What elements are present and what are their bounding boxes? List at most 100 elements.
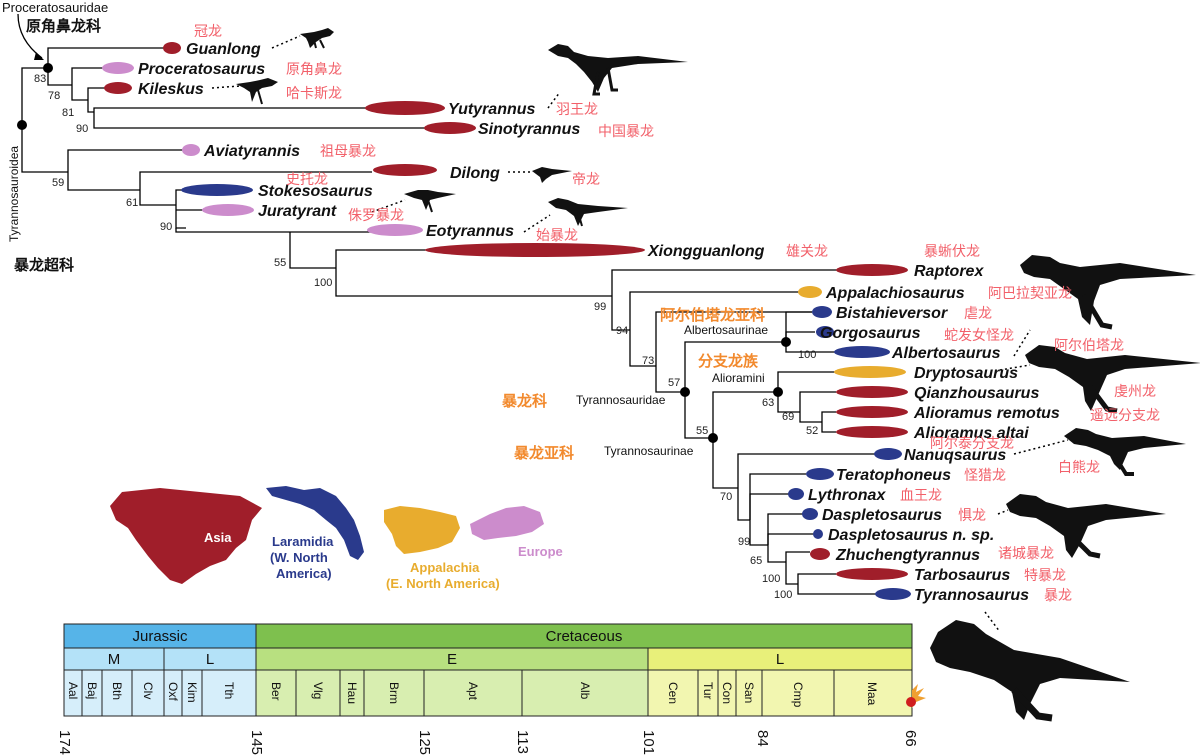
epoch-label: E — [447, 651, 457, 668]
taxon-cn-name: 血王龙 — [900, 488, 942, 504]
taxon-cn-name: 阿尔泰分支龙 — [930, 436, 1014, 452]
taxon-name: Alioramus altai — [913, 425, 1029, 442]
taxon-name: Yutyrannus — [448, 101, 536, 118]
taxon-name: Tarbosaurus — [914, 567, 1010, 584]
yutyrannus-silhouette — [548, 44, 688, 96]
taxon-name: Bistahieversor — [836, 305, 948, 322]
taxon-name: Proceratosaurus — [138, 61, 265, 78]
taxon-name: Qianzhousaurus — [914, 385, 1039, 402]
taxon-cn-name: 怪猎龙 — [964, 468, 1006, 484]
taxon-name: Dilong — [450, 165, 500, 182]
taxon-cn-name: 阿巴拉契亚龙 — [988, 286, 1072, 302]
cladogram-branches — [21, 47, 878, 595]
taxon-chinese-names: 冠龙 原角鼻龙 哈卡斯龙 羽王龙 中国暴龙 祖母暴龙 帝龙 史托龙 侏罗暴龙 始… — [194, 24, 1160, 604]
stage-cells — [63, 669, 913, 717]
support-value: 99 — [738, 536, 750, 548]
taxon-name: Gorgosaurus — [820, 325, 921, 342]
nanuqsaurus-silhouette — [1064, 428, 1186, 476]
period-cretaceous-label: Cretaceous — [546, 628, 623, 645]
support-value: 65 — [750, 555, 762, 567]
taxon-name: Xiongguanlong — [647, 243, 765, 260]
age-label: 84 — [754, 730, 771, 747]
laramidia-landmass — [266, 486, 364, 560]
guanlong-silhouette — [300, 28, 334, 49]
taxon-name: Lythronax — [808, 487, 886, 504]
taxon-name: Daspletosaurus n. sp. — [828, 527, 994, 544]
node-dot-tyrannosauridae — [680, 387, 690, 397]
stage-label: Tth — [222, 682, 236, 699]
age-label: 101 — [640, 730, 657, 755]
taxon-name: Daspletosaurus — [822, 507, 942, 524]
cladogram-node-dots — [17, 63, 791, 443]
age-label: 66 — [902, 730, 919, 747]
laramidia-label-2: (W. North — [270, 550, 328, 565]
epoch-label: M — [108, 651, 121, 668]
extinction-marker-icon — [906, 684, 926, 708]
support-value: 100 — [314, 277, 332, 289]
temporal-range-bars — [102, 42, 911, 600]
node-dot-tyrannosaurinae — [708, 433, 718, 443]
stage-label: Cmp — [791, 682, 805, 708]
stage-label: Brm — [387, 682, 401, 704]
support-value: 59 — [52, 177, 64, 189]
node-dot-tyrannosauroidea — [17, 120, 27, 130]
taxon-name: Eotyrannus — [426, 223, 514, 240]
asia-landmass — [110, 488, 262, 584]
support-value: 55 — [274, 257, 286, 269]
period-jurassic — [63, 623, 257, 649]
stage-label: Hau — [345, 682, 359, 704]
label-tyrannosauroidea: Tyrannosauroidea — [7, 146, 21, 242]
taxon-cn-name: 蛇发女怪龙 — [944, 327, 1014, 344]
stage-label: San — [742, 682, 756, 703]
taxon-cn-name: 虔州龙 — [1114, 384, 1156, 400]
support-value: 90 — [76, 123, 88, 135]
taxon-name: Sinotyrannus — [478, 121, 580, 138]
raptorex-silhouette — [1020, 255, 1196, 330]
period-jurassic-label: Jurassic — [132, 628, 188, 645]
epoch-label: L — [206, 651, 214, 668]
taxon-cn-name: 侏罗暴龙 — [348, 208, 404, 224]
epoch-label: L — [776, 651, 784, 668]
support-values: 83 78 81 90 59 61 90 55 100 99 94 73 57 … — [34, 73, 818, 601]
taxon-name: Juratyrant — [258, 203, 337, 220]
taxon-cn-name: 特暴龙 — [1024, 568, 1066, 584]
taxon-name: Kileskus — [138, 81, 204, 98]
support-value: 70 — [720, 491, 732, 503]
taxon-cn-name: 哈卡斯龙 — [286, 86, 342, 102]
taxon-name: Tyrannosaurus — [914, 587, 1029, 604]
node-dot-proceratosauridae — [43, 63, 53, 73]
support-value: 55 — [696, 425, 708, 437]
age-label: 145 — [248, 730, 265, 755]
support-value: 52 — [806, 425, 818, 437]
support-value: 73 — [642, 355, 654, 367]
laramidia-label-3: America) — [276, 566, 332, 581]
label-albertosaurinae-cn: 阿尔伯塔龙亚科 — [660, 306, 765, 324]
europe-landmass — [470, 506, 544, 540]
stage-label: Oxf — [166, 682, 180, 701]
taxon-cn-name: 暴蜥伏龙 — [924, 244, 980, 260]
taxon-cn-name: 暴龙 — [1044, 588, 1072, 604]
support-value: 57 — [668, 377, 680, 389]
taxon-cn-name: 雄关龙 — [786, 244, 828, 260]
tyrannosaurus-silhouette — [930, 620, 1130, 722]
appalachia-landmass — [384, 506, 460, 554]
support-value: 61 — [126, 197, 138, 209]
taxon-cn-name: 诸城暴龙 — [998, 546, 1054, 562]
taxon-cn-name: 白熊龙 — [1058, 460, 1100, 476]
stage-label: Clv — [141, 682, 155, 699]
label-tyrannosauroidea-cn: 暴龙超科 — [14, 256, 74, 274]
stage-label: Tur — [701, 682, 715, 700]
support-value: 100 — [762, 573, 780, 585]
taxon-name: Appalachiosaurus — [825, 285, 965, 302]
label-proceratosauridae-cn: 原角鼻龙科 — [26, 17, 101, 35]
eotyrannus-silhouette — [548, 198, 628, 227]
stage-label: Apt — [466, 682, 480, 701]
albertosaurus-silhouette — [1025, 345, 1200, 414]
arrowhead-icon — [34, 52, 44, 60]
support-value: 69 — [782, 411, 794, 423]
clade-labels: Proceratosauridae 原角鼻龙科 Tyrannosauroidea… — [2, 0, 768, 462]
support-value: 94 — [616, 325, 628, 337]
node-dot-albertosaurinae — [781, 337, 791, 347]
taxon-cn-name: 羽王龙 — [556, 102, 598, 118]
